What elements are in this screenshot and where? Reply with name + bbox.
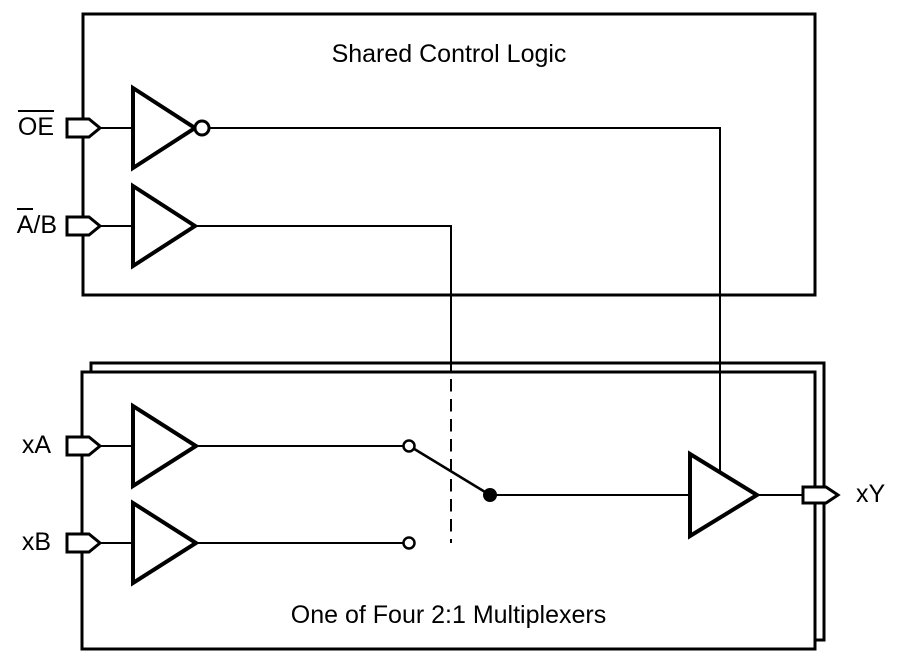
output-buffer-icon xyxy=(688,450,761,540)
inverter-bubble-icon xyxy=(193,119,211,137)
xy-label-text: xY xyxy=(856,480,886,508)
xb-label: xB xyxy=(0,528,51,557)
mux-block-title: One of Four 2:1 Multiplexers xyxy=(82,601,815,630)
xb-contact-circle-icon xyxy=(402,536,416,550)
xy-output-pin-icon xyxy=(801,485,841,505)
switch-blade-icon xyxy=(412,447,491,497)
ab-label: A/B xyxy=(0,208,57,240)
xa-contact-circle-icon xyxy=(402,439,416,453)
switch-contacts xyxy=(402,439,497,550)
junction-dot-icon xyxy=(483,488,497,502)
ab-label-rest: /B xyxy=(33,211,57,239)
ab-buffer-icon xyxy=(131,182,199,270)
ab-input-pin-icon xyxy=(65,215,103,237)
control-block-title-text: Shared Control Logic xyxy=(331,40,567,68)
xa-label-text: xA xyxy=(21,431,51,459)
control-block-title: Shared Control Logic xyxy=(83,40,815,69)
xb-input-pin-icon xyxy=(65,532,103,554)
xb-label-text: xB xyxy=(21,528,51,556)
pins xyxy=(65,117,841,554)
xa-input-pin-icon xyxy=(65,435,103,457)
wires xyxy=(100,127,803,544)
ab-label-overlined: A xyxy=(16,208,34,239)
oe-enable-wire xyxy=(210,127,721,473)
control-logic-box xyxy=(81,12,817,297)
oe-label: OE xyxy=(0,110,54,142)
oe-input-pin-icon xyxy=(65,117,103,139)
xy-label: xY xyxy=(856,480,885,509)
xa-label: xA xyxy=(0,431,51,460)
xb-buffer-icon xyxy=(131,499,200,587)
oe-inverter-icon xyxy=(131,84,211,172)
xa-buffer-icon xyxy=(131,402,200,490)
oe-label-overlined: OE xyxy=(17,110,54,141)
ab-select-wire xyxy=(195,225,452,372)
mux-block-title-text: One of Four 2:1 Multiplexers xyxy=(290,601,607,629)
buffers xyxy=(131,84,761,587)
